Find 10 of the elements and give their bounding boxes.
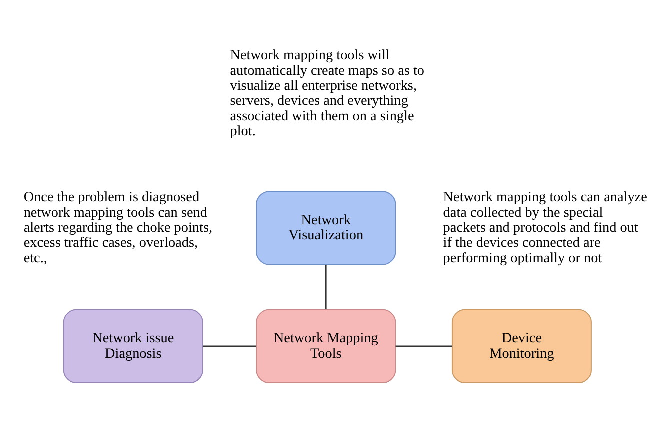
node-box: Network Mapping Tools	[256, 308, 396, 383]
node-box: Device Monitoring	[452, 308, 592, 383]
node-label: Network mapping tools can analyze data collected by the special packets and protocols and find out if the devices connected are performing optimally or not	[443, 189, 648, 266]
connector	[203, 345, 256, 347]
node-box: Network issue Diagnosis	[63, 308, 204, 383]
connector	[325, 264, 327, 310]
node-label: Network mapping tools will automatically create maps so as to visualize all enterprise networks, servers, devices and everything associated with them on a single plot.	[230, 47, 425, 140]
connector	[396, 345, 452, 347]
node-label: Once the problem is diagnosed network mapping tools can send alerts regarding the choke points, excess traffic cases, overloads, etc.,	[24, 189, 213, 266]
node-box: Network Visualization	[256, 190, 396, 265]
